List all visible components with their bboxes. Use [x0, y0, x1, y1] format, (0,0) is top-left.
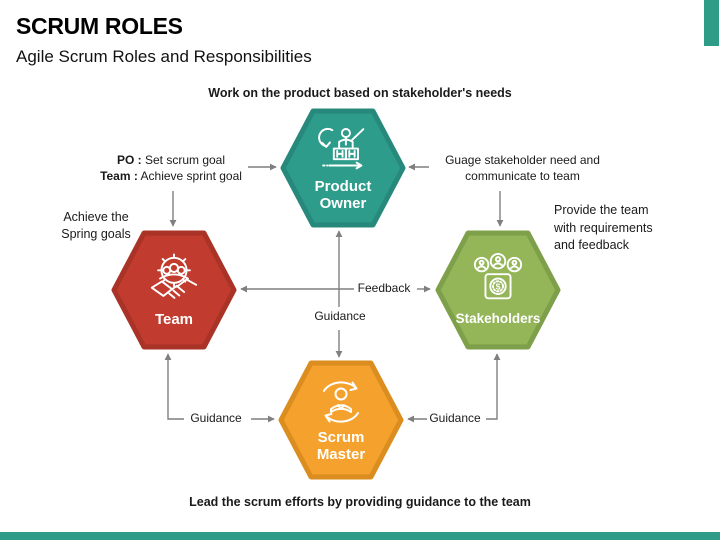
feedback-connector-label: Feedback	[357, 281, 411, 295]
team-hexagon: Team	[110, 228, 238, 352]
page-subtitle: Agile Scrum Roles and Responsibilities	[16, 47, 312, 66]
guidance-right-label: Guidance	[429, 411, 481, 425]
stakeholders-label: Stakeholders	[455, 311, 541, 326]
accent-corner-bar	[704, 0, 719, 46]
team-goal-text: Achieve sprint goal	[140, 169, 242, 183]
product-owner-caption: Work on the product based on stakeholder…	[208, 86, 512, 100]
svg-text:$: $	[496, 282, 501, 292]
team-goal-bold: Team :	[100, 169, 138, 183]
gauge-need-note: Guage stakeholder need and communicate t…	[445, 153, 600, 183]
team-label: Team	[154, 311, 194, 328]
po-team-goal-note: PO : Set scrum goal Team : Achieve sprin…	[61, 152, 281, 184]
guidance-left-label: Guidance	[190, 411, 242, 425]
product-owner-hexagon: Product Owner	[279, 106, 407, 230]
guidance-center-label: Guidance	[314, 309, 366, 323]
scrum-master-cycle-icon	[323, 380, 359, 423]
product-owner-label: Product Owner	[314, 177, 372, 212]
scrum-master-label: Scrum Master	[316, 428, 366, 463]
stakeholders-hexagon: $ Stakeholders	[434, 228, 562, 352]
scrum-master-hexagon: Scrum Master	[277, 358, 405, 482]
accent-bottom-bar	[0, 532, 720, 540]
po-goal-bold: PO :	[116, 153, 142, 167]
stakeholders-icon: $	[473, 253, 523, 300]
team-handshake-icon	[150, 253, 198, 299]
po-goal-text: Set scrum goal	[144, 153, 226, 167]
product-owner-icon	[318, 127, 365, 169]
page-title: SCRUM ROLES	[16, 13, 183, 39]
stakeholders-note: Provide the team with requirements and f…	[554, 203, 653, 252]
scrum-master-caption: Lead the scrum efforts by providing guid…	[189, 495, 531, 509]
team-note: Achieve the Spring goals	[61, 210, 131, 241]
